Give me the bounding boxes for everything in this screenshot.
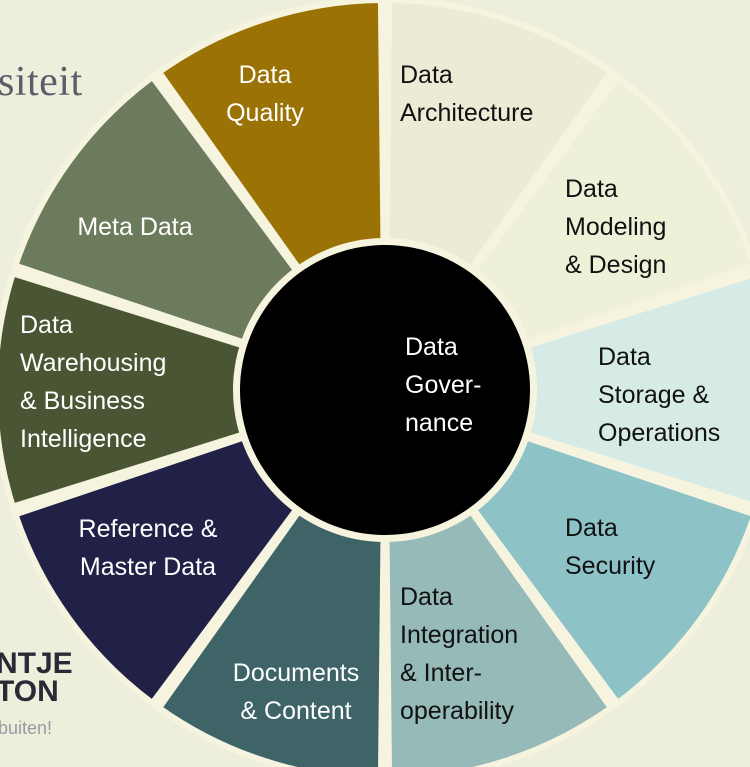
segment-data-storage-operations[interactable] <box>387 272 750 508</box>
brand-name-line2: TON <box>0 675 59 708</box>
brand-name-line1: NTJE <box>0 647 73 680</box>
segment-documents-content-label: Documents& Content <box>233 659 359 725</box>
segment-data-warehousing-bi[interactable] <box>0 269 383 511</box>
segment-reference-master-data-label: Reference &Master Data <box>79 515 218 581</box>
center-data-governance[interactable] <box>240 245 530 535</box>
brand-tagline: buiten! <box>0 718 53 738</box>
segment-meta-data-label: Meta Data <box>77 213 192 241</box>
university-name-fragment: siteit <box>0 59 83 105</box>
